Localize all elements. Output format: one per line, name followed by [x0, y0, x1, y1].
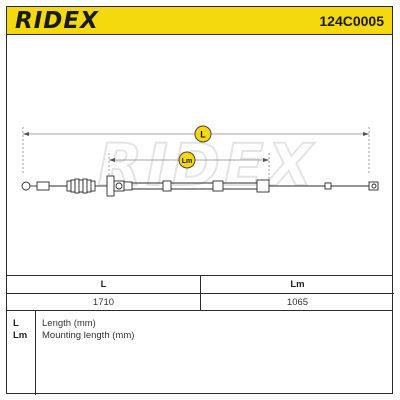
table-header-Lm: Lm: [201, 276, 394, 294]
legend-divider: [35, 311, 36, 395]
legend-code-Lm: Lm: [13, 330, 28, 341]
brand-logo: RIDEX: [15, 8, 99, 34]
cable-body: [21, 175, 379, 197]
table-header-L: L: [7, 276, 201, 294]
cable-diagram-svg: RIDEX L Lm: [21, 125, 379, 200]
cable-drawing: RIDEX L Lm: [7, 35, 392, 275]
header-bar: RIDEX 124C0005: [7, 7, 392, 35]
part-number: 124C0005: [319, 13, 384, 29]
label-Lm-badge: [178, 151, 196, 169]
table-value-L: 1710: [7, 294, 201, 311]
legend-desc-Lm: Mounting length (mm): [42, 330, 135, 341]
legend-desc-L: Length (mm): [42, 318, 96, 329]
label-L: L: [200, 130, 206, 140]
legend-code-L: L: [13, 318, 19, 329]
table-value-Lm: 1065: [286, 297, 309, 308]
label-L-badge: [194, 125, 212, 143]
label-Lm: Lm: [182, 158, 193, 165]
legend: L Length (mm) Lm Mounting length (mm): [7, 310, 392, 395]
datasheet: RIDEX 124C0005 RIDEX L: [6, 6, 394, 395]
dimensions-table: L Lm 1710 1065: [7, 275, 394, 312]
